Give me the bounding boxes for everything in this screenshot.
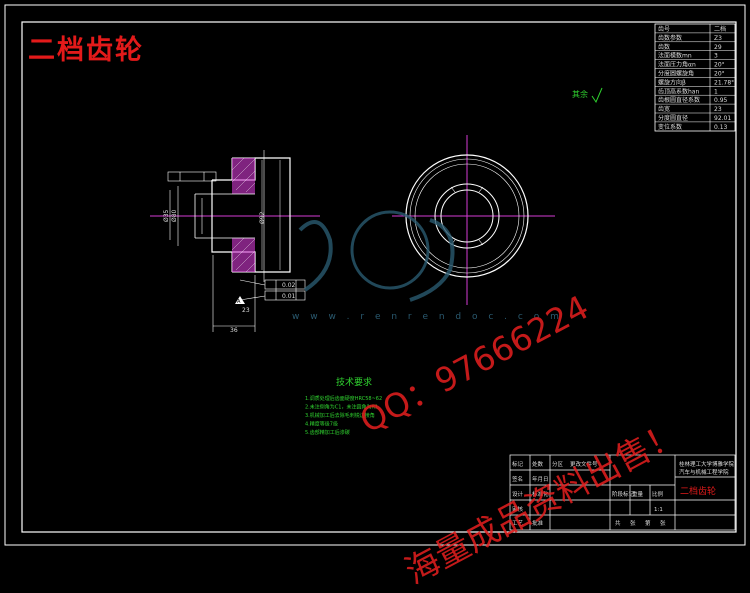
dim-gdt1: 0.02 [282, 282, 296, 289]
tech-requirements: 技术要求 1.调质处理后齿面硬度HRC58~62 2.未注倒角为C1，未注圆角为R… [305, 376, 382, 436]
param-name: 螺旋方向β [658, 78, 686, 86]
tb-design: 设计 [512, 490, 524, 498]
tb-label-sign: 签名 [512, 475, 523, 483]
param-value: 23 [714, 106, 722, 113]
inner-frame [21, 21, 737, 533]
param-name: 法面压力角αn [658, 61, 696, 69]
param-name: 齿宽 [658, 105, 670, 113]
dim-small: 23 [242, 307, 250, 314]
dim-width: 36 [230, 327, 238, 334]
tb-sheet-3: 第 [645, 519, 651, 527]
param-value: 29 [714, 44, 722, 51]
tb-sheet-4: 张 [660, 519, 666, 527]
tb-label-count: 处数 [532, 460, 544, 468]
dim-d3: Ø35 [163, 209, 170, 222]
tb-drawing-name: 二档齿轮 [680, 485, 716, 497]
param-value: 1 [714, 88, 718, 95]
school-name: 桂林理工大学博雅学院 [679, 460, 735, 468]
dim-d1: Ø92 [259, 211, 266, 224]
tb-sheet-2: 张 [630, 519, 636, 527]
param-name: 齿数参数 [658, 34, 682, 42]
param-value: 21.78° [714, 79, 734, 86]
param-name: 齿根圆直径系数 [658, 96, 700, 104]
tech-req-item: 5.齿部精加工后渗碳 [305, 429, 350, 436]
section-view: A [150, 150, 320, 332]
dim-d2: Ø80 [171, 209, 178, 222]
tb-review: 审核 [512, 505, 524, 513]
param-name: 分度圆螺旋角 [658, 70, 694, 78]
param-value: Z3 [714, 35, 722, 42]
param-value: 3 [714, 53, 718, 60]
tb-label-mark: 标记 [512, 460, 524, 468]
dim-gdt2: 0.01 [282, 293, 296, 300]
tb-ratio: 比例 [652, 490, 664, 498]
surface-mark: 其余 [572, 89, 588, 99]
tb-approve: 批准 [532, 519, 544, 527]
param-name: 齿数 [658, 43, 670, 51]
tech-req-item: 4.精度等级7级 [305, 421, 338, 428]
tb-sheet-1: 共 [615, 519, 621, 527]
param-value: 0.95 [714, 97, 728, 104]
param-value: 0.13 [714, 124, 728, 131]
tb-std: 标准化 [532, 490, 549, 498]
tb-process: 工艺 [512, 520, 524, 527]
tb-weight: 重量 [632, 490, 644, 498]
tb-label-date: 年月日 [532, 475, 549, 483]
title-block [509, 454, 736, 531]
param-name: 齿号 [658, 25, 670, 33]
tb-stage: 阶段标记 [612, 490, 635, 498]
logo-watermark [298, 210, 455, 302]
tb-label-zone: 分区 [552, 460, 564, 468]
roughness-symbol [591, 87, 603, 104]
param-value: 92.01 [714, 115, 731, 122]
param-name: 分度圆直径 [658, 114, 688, 122]
param-value: 20° [714, 71, 725, 78]
front-view [392, 135, 555, 305]
tech-req-title: 技术要求 [336, 376, 372, 388]
param-name: 变位系数 [658, 123, 682, 131]
school-subtitle: 汽车与机械工程学院 [679, 468, 729, 476]
param-name: 齿顶高系数han [658, 87, 699, 95]
tb-scale: 1:1 [654, 507, 663, 513]
svg-text:A: A [237, 299, 241, 305]
outer-frame [4, 4, 746, 546]
param-name: 法面模数mn [658, 52, 692, 60]
tb-label-change: 更改文件号 [570, 460, 598, 468]
param-value: 二档 [714, 25, 726, 33]
tech-req-item: 2.未注倒角为C1，未注圆角为R1 [305, 404, 378, 411]
tech-req-item: 1.调质处理后齿面硬度HRC58~62 [305, 395, 382, 402]
param-value: 20° [714, 62, 725, 69]
tech-req-item: 3.机械加工后去除毛刺锐边棱角 [305, 412, 375, 419]
